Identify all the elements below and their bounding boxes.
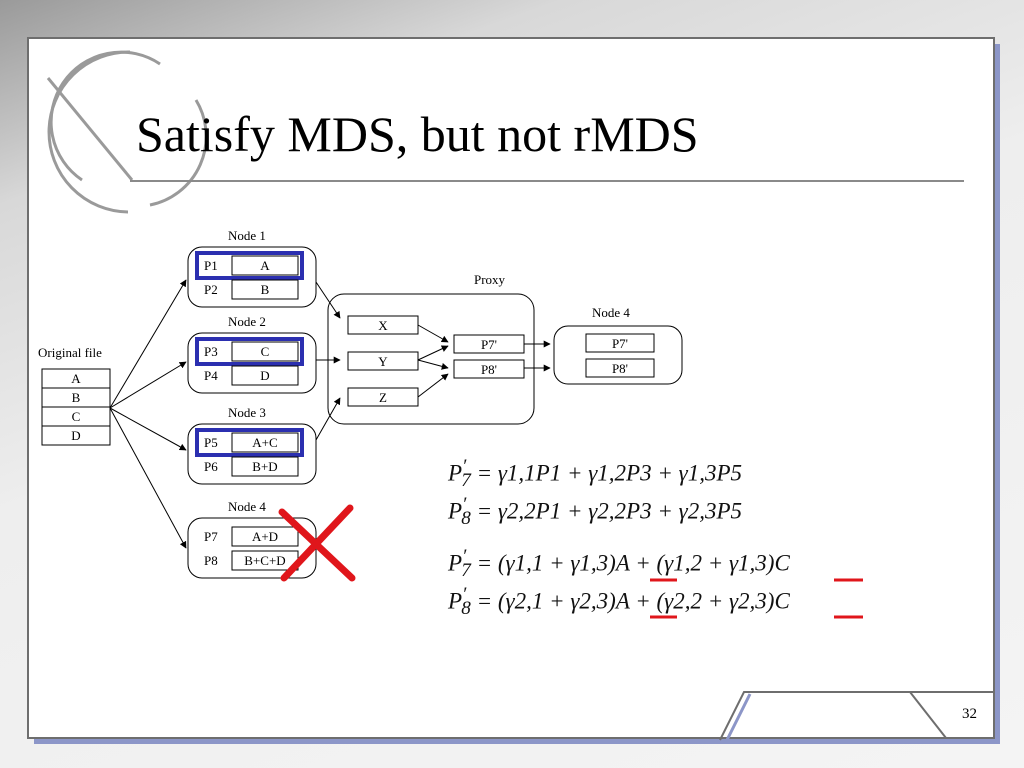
piece-cell (231, 456, 299, 477)
piece-id: P5 (204, 435, 218, 450)
eq1-sup: ′ (462, 456, 467, 477)
storage-node: Node 1 P1 A P2 B (187, 228, 317, 308)
highlight-box (195, 251, 304, 280)
storage-node-title: Node 4 (228, 499, 266, 514)
storage-node-box (187, 246, 317, 308)
piece-cell (231, 526, 299, 547)
eq2-lhs: P (448, 498, 463, 524)
storage-node: Node 3 P5 A+C P6 B+D (187, 405, 317, 485)
piece-value: B+D (252, 459, 277, 474)
original-file-cell: C (72, 409, 81, 424)
storage-node-title: Node 3 (228, 405, 266, 420)
piece-value: A+D (252, 529, 278, 544)
eq2-sup: ′ (462, 494, 467, 515)
original-file-cell: D (71, 428, 80, 443)
new-node-value: P8' (612, 361, 628, 376)
new-node-rows: P7' P8' (585, 333, 655, 378)
eq2-sub: 8 (461, 508, 471, 530)
eq1-sub: 7 (461, 470, 471, 492)
storage-nodes: Node 1 P1 A P2 B Node 2 P3 C P4 D Node 3 P5 A+C P6 B+D… (187, 228, 317, 579)
page-tab-shadow (724, 693, 752, 743)
proxy-arrows (315, 281, 551, 441)
eq3-sub: 7 (461, 560, 471, 582)
proxy-label: Proxy (474, 272, 506, 287)
new-node-title: Node 4 (592, 305, 630, 320)
piece-value: B+C+D (244, 553, 285, 568)
proxy-output-box (453, 359, 525, 379)
piece-value: B (261, 282, 270, 297)
page-number: 32 (962, 706, 977, 722)
eq3-lhs: P (448, 550, 463, 576)
storage-node-box (187, 332, 317, 394)
piece-cell (231, 341, 299, 362)
piece-cell (231, 255, 299, 276)
piece-cell (231, 365, 299, 386)
decor-arcs (46, 50, 208, 214)
piece-value: C (261, 344, 270, 359)
proxy-output-label: P8' (481, 362, 497, 377)
original-file-row (41, 425, 111, 446)
piece-value: D (260, 368, 269, 383)
new-node-cell (585, 333, 655, 353)
eq4-lhs: P (448, 588, 463, 614)
eq1-rhs: = γ1,1P1 + γ1,2P3 + γ1,3P5 (476, 460, 742, 486)
frame (27, 37, 995, 739)
piece-id: P2 (204, 282, 218, 297)
proxy-box (327, 293, 535, 425)
equation-1: P′7 = γ1,1P1 + γ1,2P3 + γ1,3P5 (448, 456, 742, 492)
proxy-input-box (347, 351, 419, 371)
original-file-cell: B (72, 390, 81, 405)
piece-id: P1 (204, 258, 218, 273)
distribution-arrows (109, 279, 187, 549)
eq4-sub: 8 (461, 598, 471, 620)
storage-node: Node 2 P3 C P4 D (187, 314, 317, 394)
slide-title: Satisfy MDS, but not rMDS (136, 106, 699, 162)
eq3-rhs: = (γ1,1 + γ1,3)A + (γ1,2 + γ1,3)C (476, 550, 790, 576)
new-node-box (553, 325, 683, 385)
new-node-value: P7' (612, 336, 628, 351)
highlight-box (195, 337, 304, 366)
piece-cell (231, 432, 299, 453)
piece-id: P8 (204, 553, 218, 568)
piece-id: P7 (204, 529, 218, 544)
proxy-output-label: P7' (481, 337, 497, 352)
new-node-cell (585, 358, 655, 378)
eq1-lhs: P (448, 460, 463, 486)
equation-highlights (650, 578, 863, 619)
equation-3: P′7 = (γ1,1 + γ1,3)A + (γ1,2 + γ1,3)C (448, 546, 790, 582)
proxy-outputs: P7' P8' (453, 334, 525, 379)
piece-value: A+C (252, 435, 277, 450)
storage-node-title: Node 1 (228, 228, 266, 243)
piece-id: P3 (204, 344, 218, 359)
page-tab-divider (909, 691, 947, 739)
storage-node: Node 4 P7 A+D P8 B+C+D (187, 499, 317, 579)
proxy-input-label: Z (379, 390, 387, 405)
eq2-rhs: = γ2,2P1 + γ2,2P3 + γ2,3P5 (476, 498, 742, 524)
proxy-input-label: X (378, 318, 388, 333)
eq4-rhs: = (γ2,1 + γ2,3)A + (γ2,2 + γ2,3)C (476, 588, 790, 614)
piece-value: A (260, 258, 270, 273)
piece-id: P6 (204, 459, 218, 474)
original-file-label: Original file (38, 345, 102, 360)
piece-id: P4 (204, 368, 218, 383)
eq3-sup: ′ (462, 546, 467, 567)
proxy-input-label: Y (378, 354, 388, 369)
equation-2: P′8 = γ2,2P1 + γ2,2P3 + γ2,3P5 (448, 494, 742, 530)
storage-node-title: Node 2 (228, 314, 266, 329)
eq4-sup: ′ (462, 584, 467, 605)
storage-node-box (187, 423, 317, 485)
highlight-box (195, 428, 304, 457)
piece-cell (231, 279, 299, 300)
equation-4: P′8 = (γ2,1 + γ2,3)A + (γ2,2 + γ2,3)C (448, 584, 790, 620)
proxy-inputs: X Y Z (347, 315, 419, 407)
cross-mark (278, 504, 356, 582)
original-file-cell: A (71, 371, 81, 386)
